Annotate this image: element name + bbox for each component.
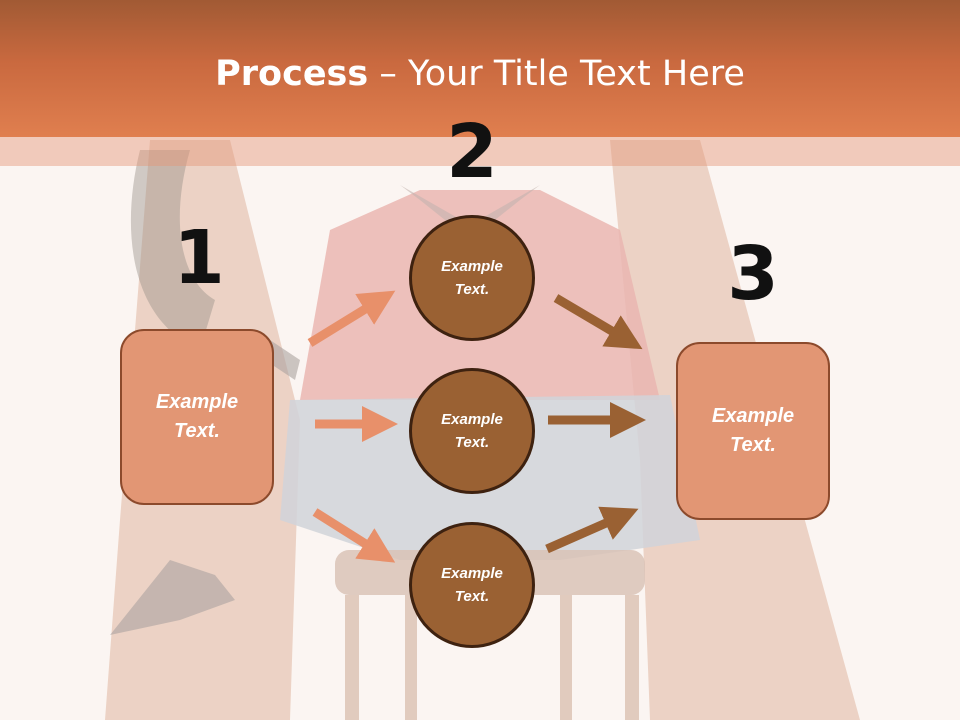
title-rest: Your Title Text Here [407, 54, 745, 94]
right-box-text: Example Text. [711, 405, 795, 456]
circle-2-text: Example Text. [441, 411, 503, 451]
left-box-text: Example Text. [155, 391, 239, 442]
step-number-3: 3 [727, 231, 779, 317]
slide-title: Process – Your Title Text Here [0, 52, 960, 96]
header-band [0, 0, 960, 137]
arrow-circle-1-to-right [553, 294, 643, 350]
step-number-2: 2 [446, 109, 498, 195]
arrow-left-to-circle-3 [312, 508, 396, 563]
circle-1[interactable]: Example Text. [409, 215, 535, 341]
circle-3[interactable]: Example Text. [409, 522, 535, 648]
circle-1-text: Example Text. [441, 258, 503, 298]
step-number-1: 1 [173, 215, 225, 301]
arrow-circle-3-to-right [545, 506, 639, 554]
circle-3-text: Example Text. [441, 565, 503, 605]
right-text-box[interactable]: Example Text. [676, 342, 830, 520]
header-strip [0, 137, 960, 166]
title-separator: – [368, 54, 408, 94]
circle-2[interactable]: Example Text. [409, 368, 535, 494]
title-bold: Process [215, 54, 369, 94]
left-text-box[interactable]: Example Text. [120, 329, 274, 505]
arrow-left-to-circle-1 [307, 290, 396, 347]
